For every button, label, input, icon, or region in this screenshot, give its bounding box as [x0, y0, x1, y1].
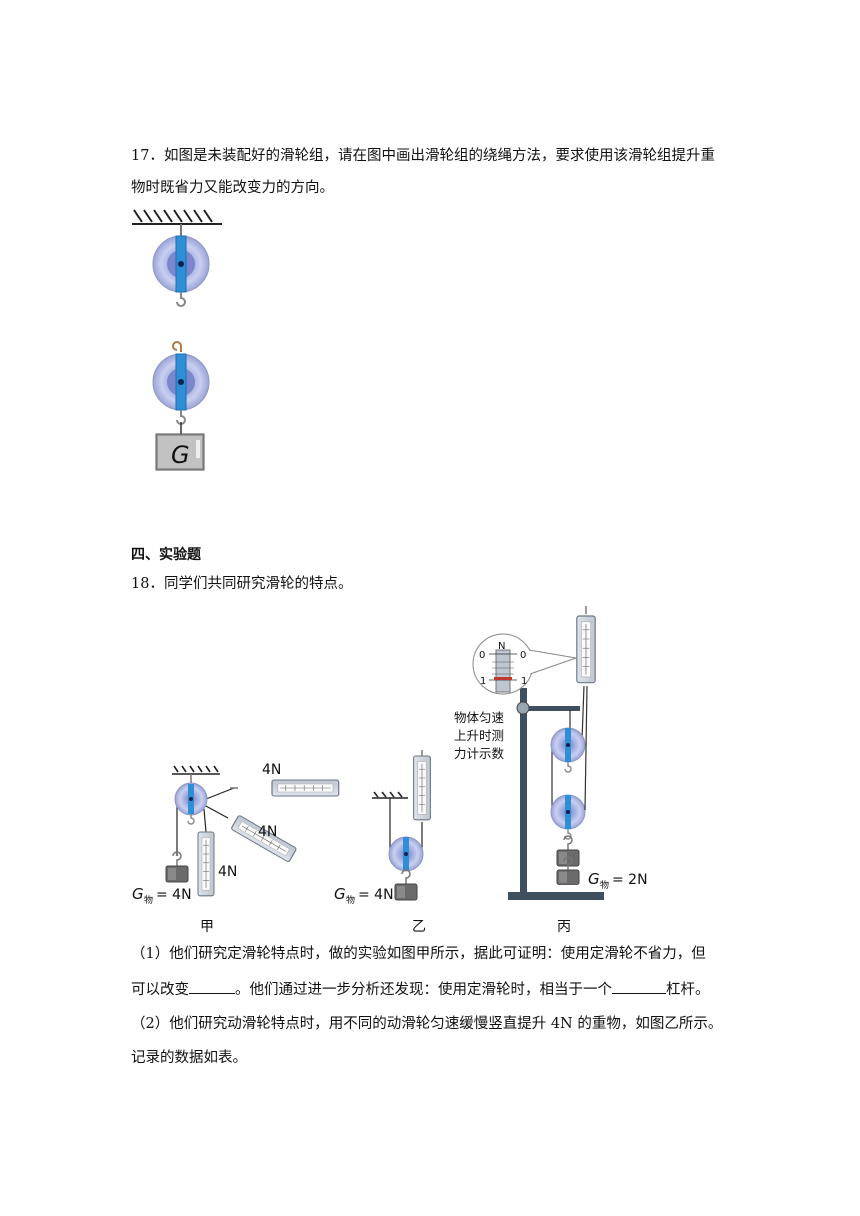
movable-pulley	[152, 341, 210, 434]
answer-blank-2[interactable]	[612, 979, 666, 994]
yi-g-value: = 4N	[358, 887, 394, 903]
q18-part1-post: 杠杆。	[666, 982, 710, 998]
bing-g-sub: 物	[600, 879, 609, 891]
jia-g-label: G	[132, 885, 144, 903]
q18-part2-line2: 记录的数据如表。	[131, 1050, 247, 1066]
q18-stem: 18．同学们共同研究滑轮的特点。	[131, 576, 353, 592]
yi-g-label: G	[334, 885, 346, 903]
weight-label: G	[171, 441, 190, 469]
jia-g-value: = 4N	[156, 887, 192, 903]
jia-reading-vertical: 4N	[218, 864, 237, 880]
fig-jia	[165, 765, 340, 897]
q17-line2: 物时既省力又能改变力的方向。	[131, 180, 334, 196]
bing-dial-left-top: 0	[479, 650, 485, 661]
jia-reading-horizontal: 4N	[262, 762, 281, 778]
q18-part1-line2: 可以改变 。他们通过进一步分析还发现：使用定滑轮时，相当于一个 杠杆。	[131, 979, 710, 1000]
section-title: 四、实验题	[131, 547, 201, 563]
bing-g-value: = 2N	[612, 872, 648, 888]
q18-part1-pre: 可以改变	[131, 982, 189, 998]
fig-yi	[372, 750, 431, 901]
yi-caption: 乙	[412, 919, 426, 935]
jia-caption: 甲	[200, 919, 214, 935]
yi-g-sub: 物	[346, 894, 355, 906]
ceiling-hatch	[132, 209, 222, 225]
q17-line1: 17．如图是未装配好的滑轮组，请在图中画出滑轮组的绕绳方法，要求使用该滑轮组提升…	[131, 148, 715, 164]
q17-pulley-figure: G	[132, 209, 222, 471]
answer-blank-1[interactable]	[189, 979, 235, 994]
bing-dial-right-bottom: 1	[521, 676, 527, 687]
bing-dial-right-top: 0	[520, 650, 526, 661]
bing-note-3: 力计示数	[454, 746, 505, 761]
fig-bing	[472, 606, 604, 900]
q18-part1-line1: （1）他们研究定滑轮特点时，做的实验如图甲所示，据此可证明：使用定滑轮不省力，但	[131, 946, 706, 962]
bing-dial-unit: N	[498, 641, 505, 652]
jia-reading-tilted: 4N	[258, 824, 277, 840]
bing-note-1: 物体匀速	[454, 710, 505, 725]
q18-figure: 4N 4N 4N G 物 = 4N 甲 G 物 = 4N 乙	[132, 606, 648, 935]
bing-caption: 丙	[557, 919, 571, 935]
bing-note-2: 上升时测	[454, 728, 504, 743]
q18-part1-mid: 。他们通过进一步分析还发现：使用定滑轮时，相当于一个	[235, 982, 612, 998]
weight-block	[155, 433, 205, 471]
bing-g-label: G	[588, 870, 600, 888]
q18-part2-line1: （2）他们研究动滑轮特点时，用不同的动滑轮匀速缓慢竖直提升 4N 的重物，如图乙…	[131, 1016, 723, 1032]
fixed-pulley	[152, 224, 210, 307]
jia-g-sub: 物	[144, 894, 153, 906]
bing-dial-left-bottom: 1	[480, 676, 486, 687]
